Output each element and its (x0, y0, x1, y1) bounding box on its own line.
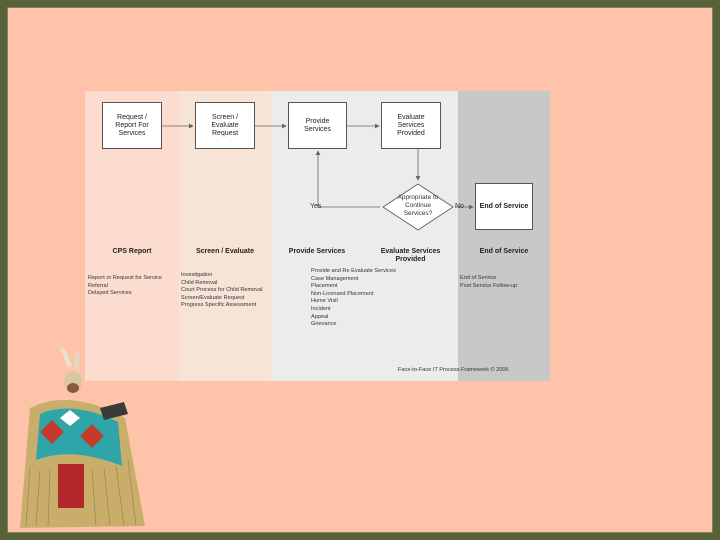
lane-title-end-of-service: End of Service (479, 248, 529, 255)
lane-title-provide-services: Provide Services (288, 248, 346, 255)
list-item: Investigation (181, 272, 213, 278)
lane-items-cps-report: Report or Request for Service Referral D… (88, 275, 162, 298)
list-item: Referral (88, 282, 108, 289)
box-provide-services: Provide Services (288, 102, 347, 149)
list-item: Child Removal (181, 279, 218, 286)
native-dancer-illustration (20, 348, 145, 528)
box-request-report: Request / Report For Services (102, 102, 162, 149)
list-item: Post Service Follow-up (460, 282, 518, 289)
decision-text: Appropriate to Continue Services? (397, 194, 439, 217)
box-end-of-service: End of Service (475, 183, 533, 230)
list-item: Grievance (311, 321, 337, 328)
list-item: Appeal (311, 313, 329, 320)
list-item: Placement (311, 283, 338, 290)
lane-title-evaluate-services: Evaluate Services Provided (380, 248, 441, 263)
process-flow-diagram: Request / Report For Services Screen / E… (85, 91, 550, 381)
list-item: Home Visit (311, 298, 338, 305)
list-item: Progress Specific Assessment (181, 302, 257, 309)
box-screen-evaluate: Screen / Evaluate Request (195, 102, 255, 149)
list-item: End of Service (460, 275, 497, 281)
lane-title-screen-evaluate: Screen / Evaluate (196, 248, 254, 255)
list-item: Provide and Re Evaluate Services (311, 268, 396, 274)
diagram-footer: Face-to-Face IT Process Framework © 2006 (398, 367, 509, 373)
list-item: Court Process for Child Removal (181, 287, 263, 294)
list-item: Non-Licensed Placement (311, 290, 374, 297)
label-yes: Yes (310, 203, 322, 210)
lane-end-of-service (458, 91, 550, 381)
list-item: Delayed Services (88, 290, 132, 297)
lane-items-screen-evaluate: Investigation Child Removal Court Proces… (181, 272, 262, 310)
lane-title-cps-report: CPS Report (112, 248, 152, 255)
list-item: Case Management (311, 275, 359, 282)
decision-diamond (382, 183, 454, 231)
label-no: No (455, 203, 464, 210)
box-evaluate-services: Evaluate Services Provided (381, 102, 441, 149)
lane-items-end-of-service: End of Service Post Service Follow-up (460, 275, 517, 290)
list-item: Screen/Evaluate Request (181, 294, 245, 301)
flow-arrows (162, 123, 474, 231)
list-item: Report or Request for Service (88, 275, 162, 281)
lane-items-provide-services: Provide and Re Evaluate Services Case Ma… (311, 268, 396, 329)
list-item: Incident (311, 305, 331, 312)
